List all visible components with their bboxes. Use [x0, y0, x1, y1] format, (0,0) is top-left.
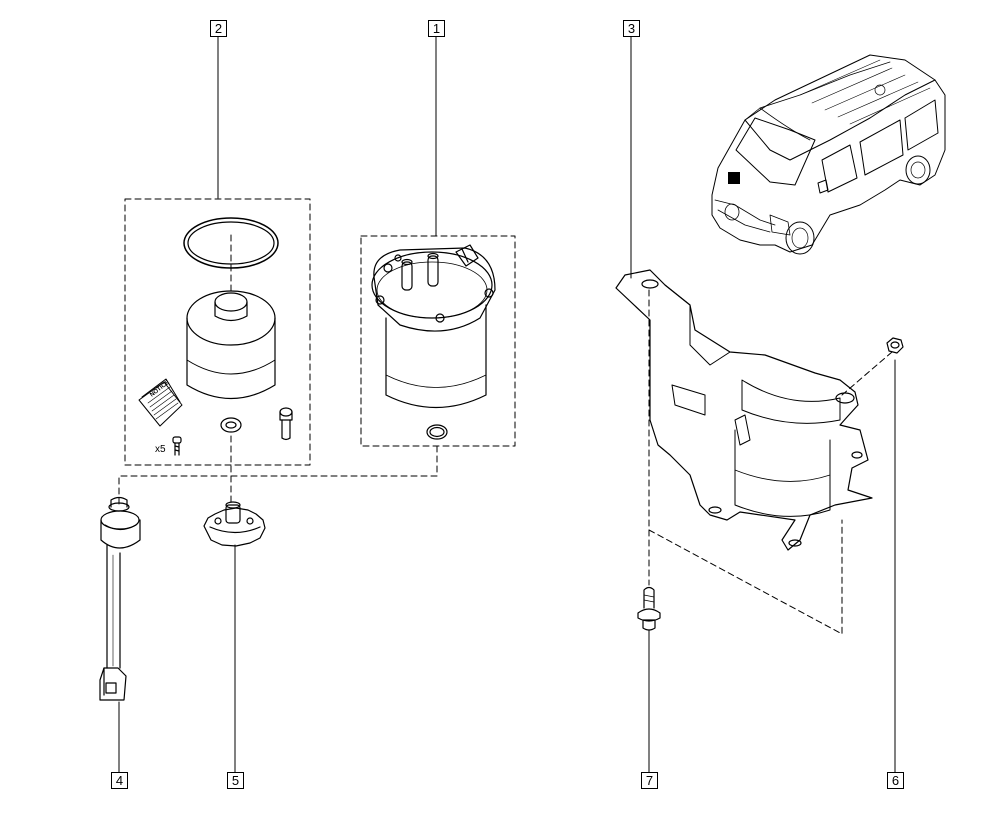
- housing-oring: [426, 424, 448, 440]
- callout-5[interactable]: 5: [227, 772, 244, 789]
- filter-oring: [183, 217, 279, 269]
- seal-washer: [220, 417, 242, 433]
- callout-1[interactable]: 1: [428, 20, 445, 37]
- filter-cartridge: [186, 290, 276, 400]
- primer-pump-5[interactable]: [203, 501, 266, 547]
- fuel-filter-housing-1[interactable]: [371, 244, 496, 440]
- callout-4[interactable]: 4: [111, 772, 128, 789]
- water-sensor-4[interactable]: [99, 496, 141, 701]
- callout-7[interactable]: 7: [641, 772, 658, 789]
- nut-6[interactable]: [886, 337, 904, 354]
- bolt: [279, 407, 293, 441]
- screw-7[interactable]: [637, 586, 661, 631]
- small-screw: x5: [155, 436, 182, 456]
- notice-booklet: NOTICE: [138, 378, 183, 427]
- callout-3[interactable]: 3: [623, 20, 640, 37]
- vehicle-van: [711, 54, 946, 255]
- bracket-3[interactable]: [615, 269, 873, 551]
- screw-quantity-label: x5: [155, 444, 166, 455]
- leader-lines: [118, 36, 896, 773]
- callout-2[interactable]: 2: [210, 20, 227, 37]
- filter-kit-2[interactable]: NOTICE x5: [138, 217, 293, 456]
- callout-6[interactable]: 6: [887, 772, 904, 789]
